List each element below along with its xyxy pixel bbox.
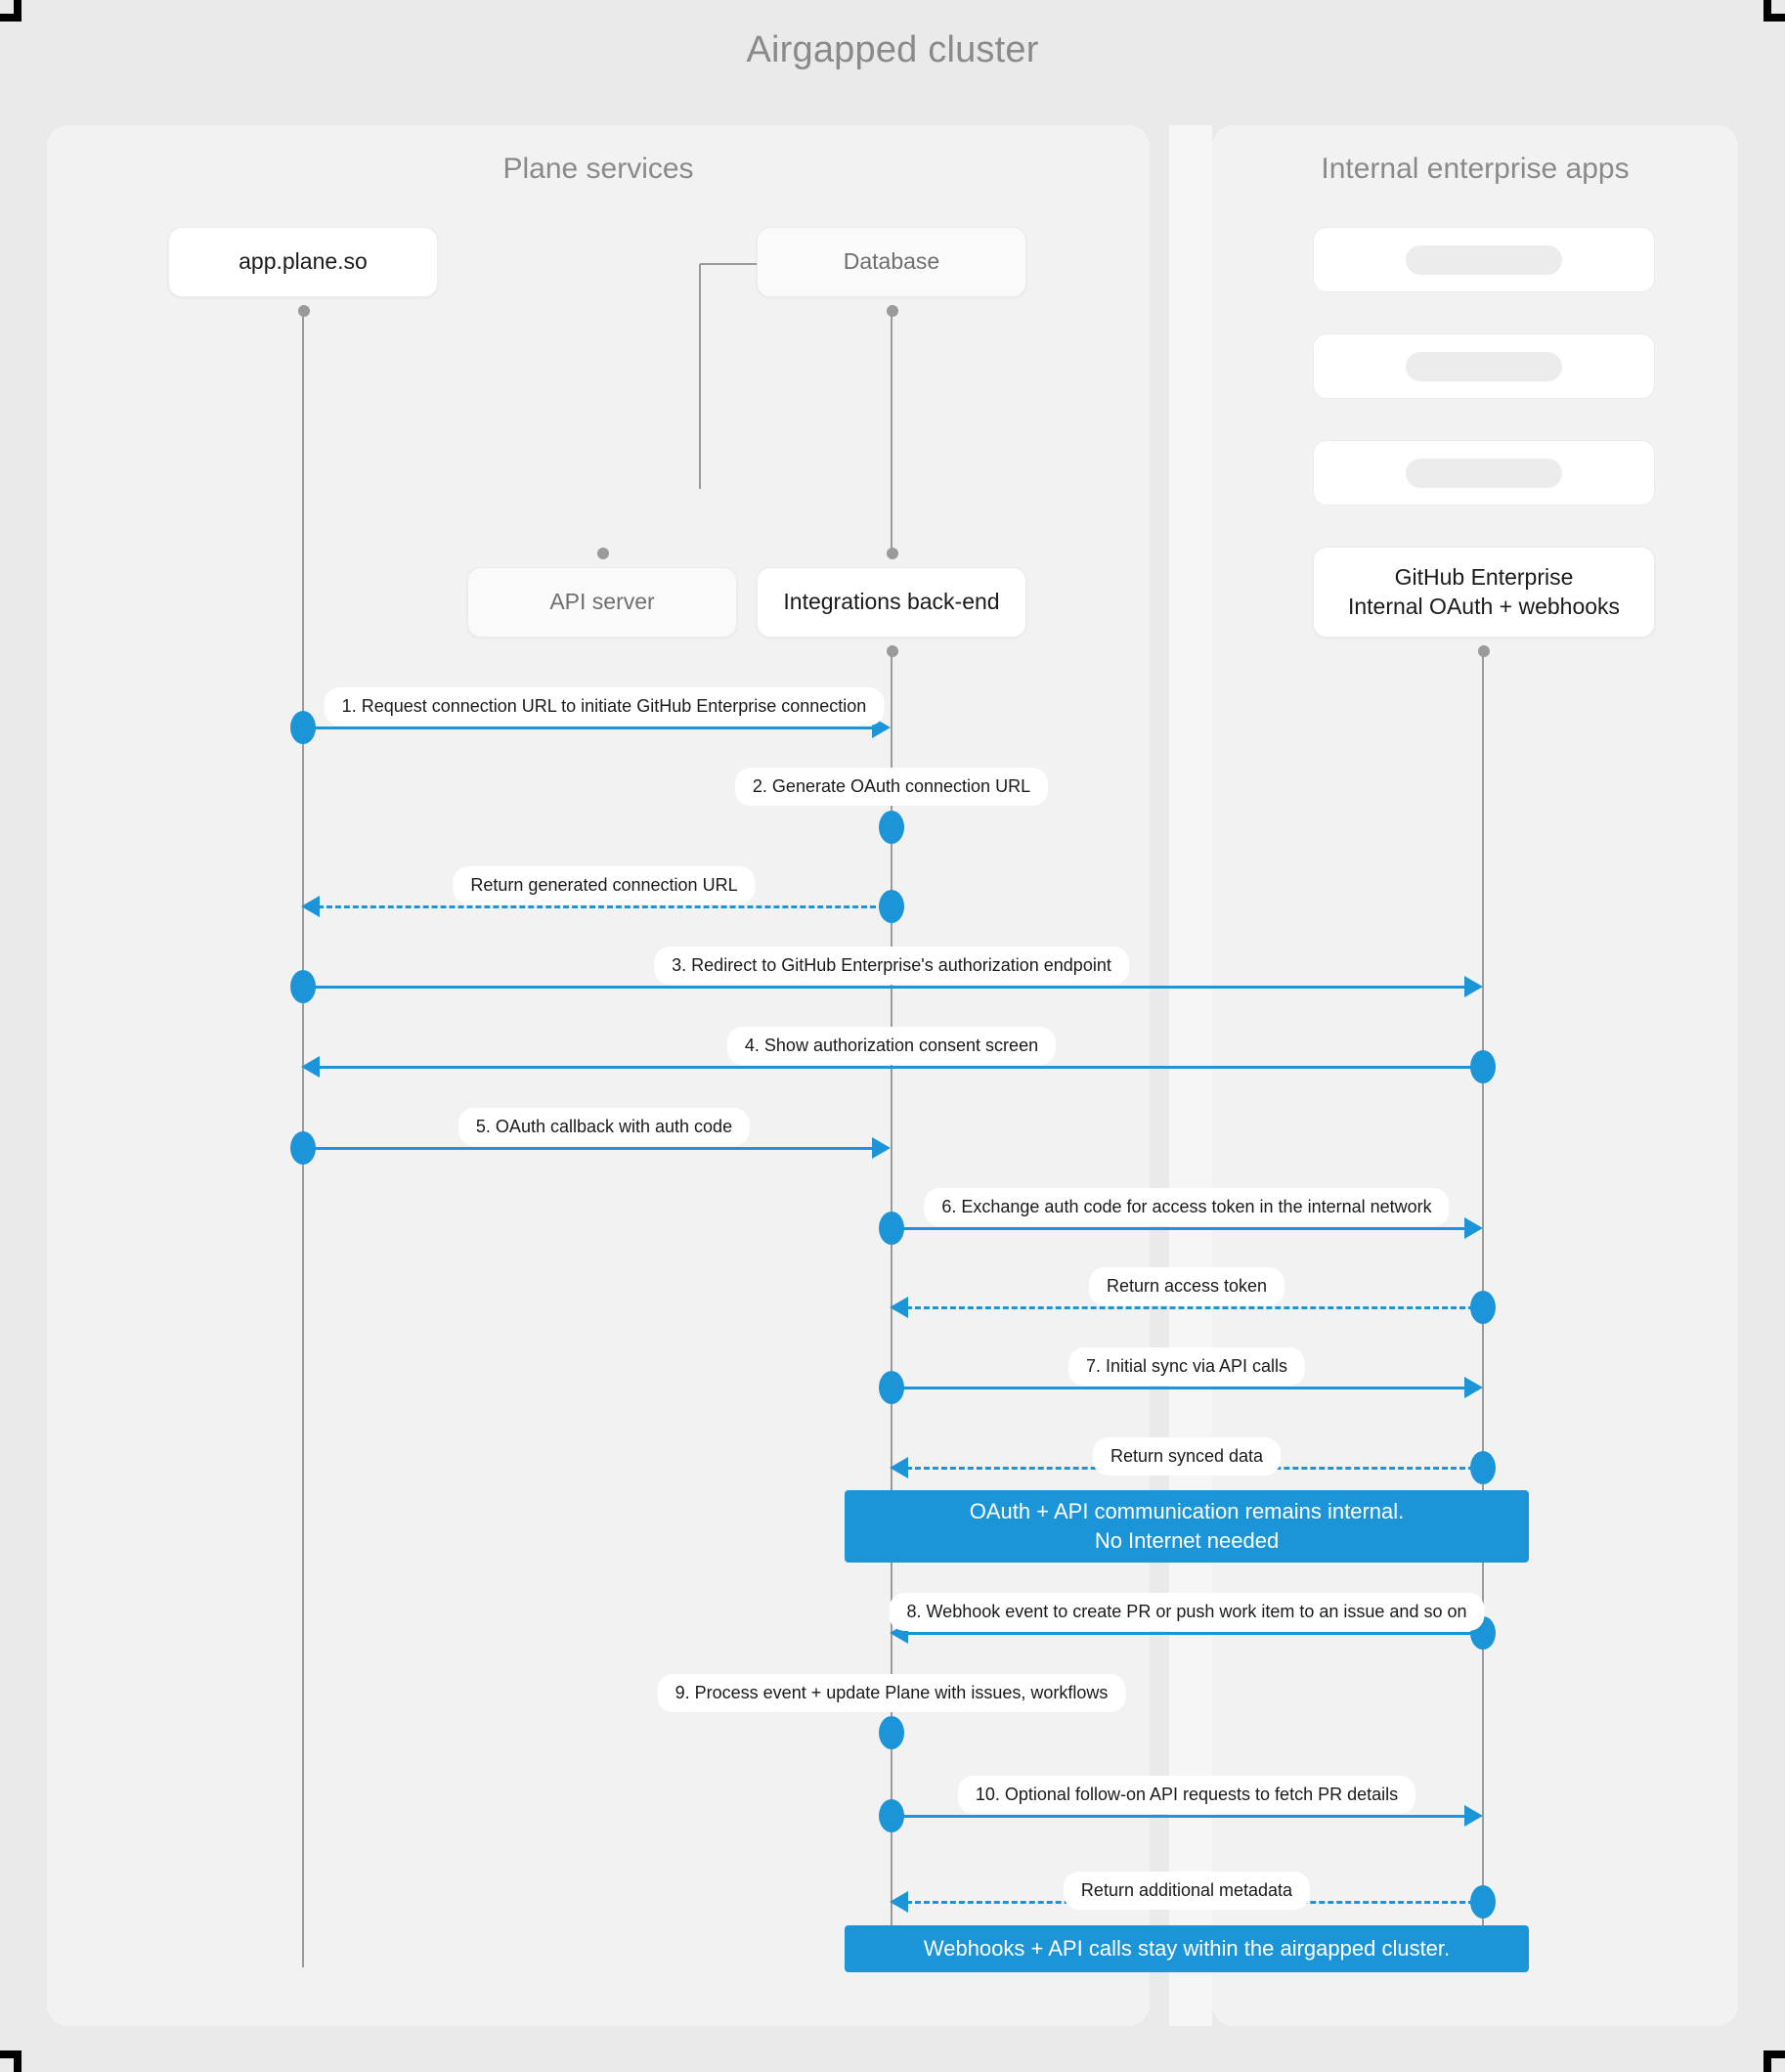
activation-msg-8: [1470, 1291, 1496, 1324]
arrow-head-14: [890, 1891, 908, 1913]
corner-mark-bottom-left: [0, 2050, 22, 2072]
note-webhooks-internal: Webhooks + API calls stay within the air…: [845, 1925, 1529, 1972]
node-app-plane-so[interactable]: app.plane.so: [168, 227, 438, 297]
diagram-title: Airgapped cluster: [746, 29, 1039, 70]
msg-label-13: 10. Optional follow-on API requests to f…: [957, 1776, 1416, 1814]
activation-msg-5: [1470, 1050, 1496, 1083]
msg-line-5: [318, 1066, 1483, 1069]
node-api-server-label: API server: [549, 589, 655, 615]
corner-mark-top-right: [1763, 0, 1785, 22]
msg-line-3: [318, 905, 885, 908]
activation-msg-2: [879, 811, 904, 844]
activation-msg-3: [879, 890, 904, 923]
lifeline-cap-github-enterprise: [1478, 645, 1490, 657]
msg-label-12: 9. Process event + update Plane with iss…: [657, 1674, 1126, 1712]
note-oauth-internal-line1: OAuth + API communication remains intern…: [969, 1499, 1405, 1524]
node-api-server[interactable]: API server: [467, 567, 737, 638]
note-oauth-internal: OAuth + API communication remains intern…: [845, 1490, 1529, 1563]
activation-msg-1: [290, 711, 316, 744]
arrow-head-5: [301, 1056, 320, 1078]
placeholder-app-3: [1313, 440, 1655, 506]
msg-label-14: Return additional metadata: [1063, 1872, 1311, 1910]
msg-line-6: [303, 1147, 872, 1150]
arrow-head-7: [1464, 1217, 1483, 1239]
corner-mark-bottom-right: [1763, 2050, 1785, 2072]
lifeline-database: [891, 305, 892, 555]
panel-plane-services-title: Plane services: [502, 153, 694, 185]
arrow-head-10: [890, 1457, 908, 1478]
lifeline-cap-integrations-backend: [887, 645, 898, 657]
msg-label-4: 3. Redirect to GitHub Enterprise's autho…: [654, 947, 1129, 985]
msg-line-1: [303, 727, 872, 729]
lifeline-cap-api-server: [597, 548, 609, 559]
panel-internal-enterprise-apps-title: Internal enterprise apps: [1321, 153, 1630, 185]
msg-label-3: Return generated connection URL: [453, 866, 756, 904]
msg-line-4: [303, 986, 1464, 989]
node-integrations-backend[interactable]: Integrations back-end: [757, 567, 1026, 638]
msg-label-2: 2. Generate OAuth connection URL: [734, 768, 1049, 806]
node-database-label: Database: [843, 248, 940, 275]
arrow-head-4: [1464, 976, 1483, 997]
lifeline-cap-database: [887, 305, 898, 317]
activation-msg-10: [1470, 1451, 1496, 1484]
node-database[interactable]: Database: [757, 227, 1026, 297]
placeholder-bar-1: [1406, 244, 1562, 275]
activation-msg-14: [1470, 1885, 1496, 1918]
msg-label-8: Return access token: [1088, 1267, 1285, 1305]
activation-msg-12: [879, 1716, 904, 1749]
arrow-head-9: [1464, 1377, 1483, 1398]
msg-label-11: 8. Webhook event to create PR or push wo…: [889, 1593, 1485, 1631]
placeholder-app-1: [1313, 227, 1655, 292]
activation-msg-6: [290, 1131, 316, 1165]
msg-label-1: 1. Request connection URL to initiate Gi…: [324, 687, 885, 726]
placeholder-bar-2: [1406, 351, 1562, 381]
lifeline-cap-database-end: [887, 548, 898, 559]
msg-line-13: [892, 1815, 1464, 1818]
activation-msg-4: [290, 970, 316, 1003]
arrow-head-6: [872, 1137, 891, 1159]
note-oauth-internal-line2: No Internet needed: [1094, 1528, 1280, 1553]
activation-msg-7: [879, 1212, 904, 1245]
msg-line-7: [892, 1227, 1464, 1230]
msg-line-11: [906, 1632, 1483, 1635]
placeholder-bar-3: [1406, 458, 1562, 488]
msg-line-9: [892, 1387, 1464, 1389]
msg-label-5: 4. Show authorization consent screen: [726, 1027, 1057, 1065]
arrow-head-13: [1464, 1805, 1483, 1827]
arrow-head-8: [890, 1297, 908, 1318]
arrow-head-3: [301, 896, 320, 917]
activation-msg-9: [879, 1371, 904, 1404]
msg-label-6: 5. OAuth callback with auth code: [457, 1108, 751, 1146]
placeholder-app-2: [1313, 333, 1655, 399]
corner-mark-top-left: [0, 0, 22, 22]
lifeline-cap-app-plane-so: [298, 305, 310, 317]
msg-label-7: 6. Exchange auth code for access token i…: [924, 1188, 1450, 1226]
node-app-plane-so-label: app.plane.so: [239, 248, 368, 275]
msg-label-10: Return synced data: [1092, 1437, 1282, 1476]
activation-msg-13: [879, 1799, 904, 1832]
note-webhooks-internal-line1: Webhooks + API calls stay within the air…: [923, 1936, 1451, 1962]
msg-line-8: [906, 1306, 1483, 1309]
node-integrations-backend-label: Integrations back-end: [783, 589, 1000, 615]
background-band: [1169, 125, 1212, 2026]
msg-label-9: 7. Initial sync via API calls: [1067, 1347, 1306, 1386]
